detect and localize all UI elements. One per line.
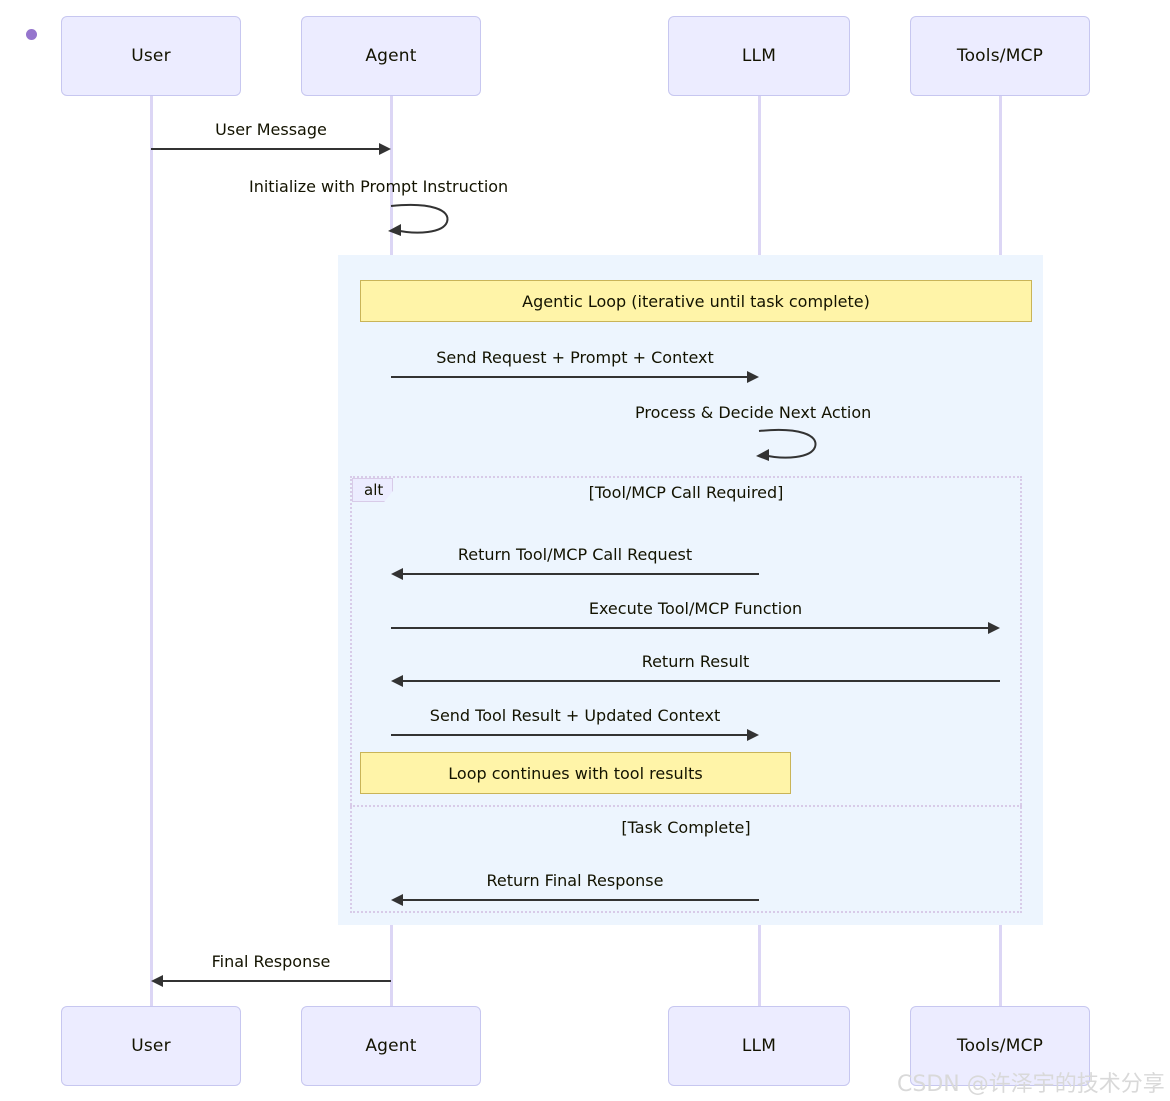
message-line-execute-tool [391,627,988,629]
agentic-loop-region [338,255,1043,925]
message-label-user-message: User Message [215,120,327,139]
message-label-execute-tool: Execute Tool/MCP Function [588,599,803,618]
participant-box-user-bottom[interactable]: User [61,1006,241,1086]
alt-block-region [350,476,1022,913]
note-agentic-loop-text: Agentic Loop (iterative until task compl… [522,291,870,311]
alt-branch-condition-1: [Tool/MCP Call Required] [588,483,784,502]
message-line-return-result [403,680,1000,682]
participant-box-agent-bottom[interactable]: Agent [301,1006,481,1086]
participant-box-agent-top[interactable]: Agent [301,16,481,96]
arrow-head-send-request [747,371,759,383]
note-agentic-loop: Agentic Loop (iterative until task compl… [360,280,1032,322]
message-line-return-tool-call [403,573,759,575]
arrow-head-return-final-response [391,894,403,906]
arrow-head-execute-tool [988,622,1000,634]
lifeline-user [150,96,153,1008]
watermark-text: CSDN @许泽宇的技术分享 [897,1072,1165,1097]
message-line-user-message [151,148,379,150]
participant-label-llm-bottom: LLM [741,1036,777,1056]
message-label-final-response: Final Response [211,952,331,971]
message-line-return-final-response [403,899,759,901]
participant-label-llm-top: LLM [741,46,777,66]
arrow-head-user-message [379,143,391,155]
participant-label-tools-top: Tools/MCP [956,46,1044,66]
arrow-head-final-response [151,975,163,987]
message-line-send-tool-result [391,734,747,736]
participant-label-user-bottom: User [131,1036,171,1056]
corner-dot-icon [26,29,37,40]
message-line-send-request [391,376,747,378]
participant-box-user-top[interactable]: User [61,16,241,96]
participant-label-user-top: User [131,46,171,66]
message-label-initialize-prompt: Initialize with Prompt Instruction [249,177,509,196]
self-loop-arrow-agent [388,204,449,236]
participant-box-llm-top[interactable]: LLM [668,16,850,96]
participant-label-tools-bottom: Tools/MCP [956,1036,1044,1056]
alt-block-tag: alt [352,478,394,502]
participant-box-tools-top[interactable]: Tools/MCP [910,16,1090,96]
message-label-process-decide: Process & Decide Next Action [635,403,872,422]
message-label-return-result: Return Result [641,652,750,671]
participant-label-agent-bottom: Agent [365,1036,417,1056]
alt-block-tag-label: alt [364,481,384,499]
note-loop-continues: Loop continues with tool results [360,752,791,794]
arrow-head-return-tool-call [391,568,403,580]
participant-box-llm-bottom[interactable]: LLM [668,1006,850,1086]
note-loop-continues-text: Loop continues with tool results [448,763,703,783]
arrow-head-send-tool-result [747,729,759,741]
alt-block-divider [350,805,1022,807]
participant-label-agent-top: Agent [365,46,417,66]
message-label-return-tool-call: Return Tool/MCP Call Request [457,545,693,564]
arrow-head-return-result [391,675,403,687]
message-label-send-request: Send Request + Prompt + Context [436,348,714,367]
message-label-send-tool-result: Send Tool Result + Updated Context [429,706,721,725]
message-line-final-response [163,980,391,982]
self-loop-arrow-llm [756,429,817,461]
alt-branch-condition-2: [Task Complete] [621,818,751,837]
message-label-return-final-response: Return Final Response [486,871,664,890]
participant-box-tools-bottom[interactable]: Tools/MCP [910,1006,1090,1086]
